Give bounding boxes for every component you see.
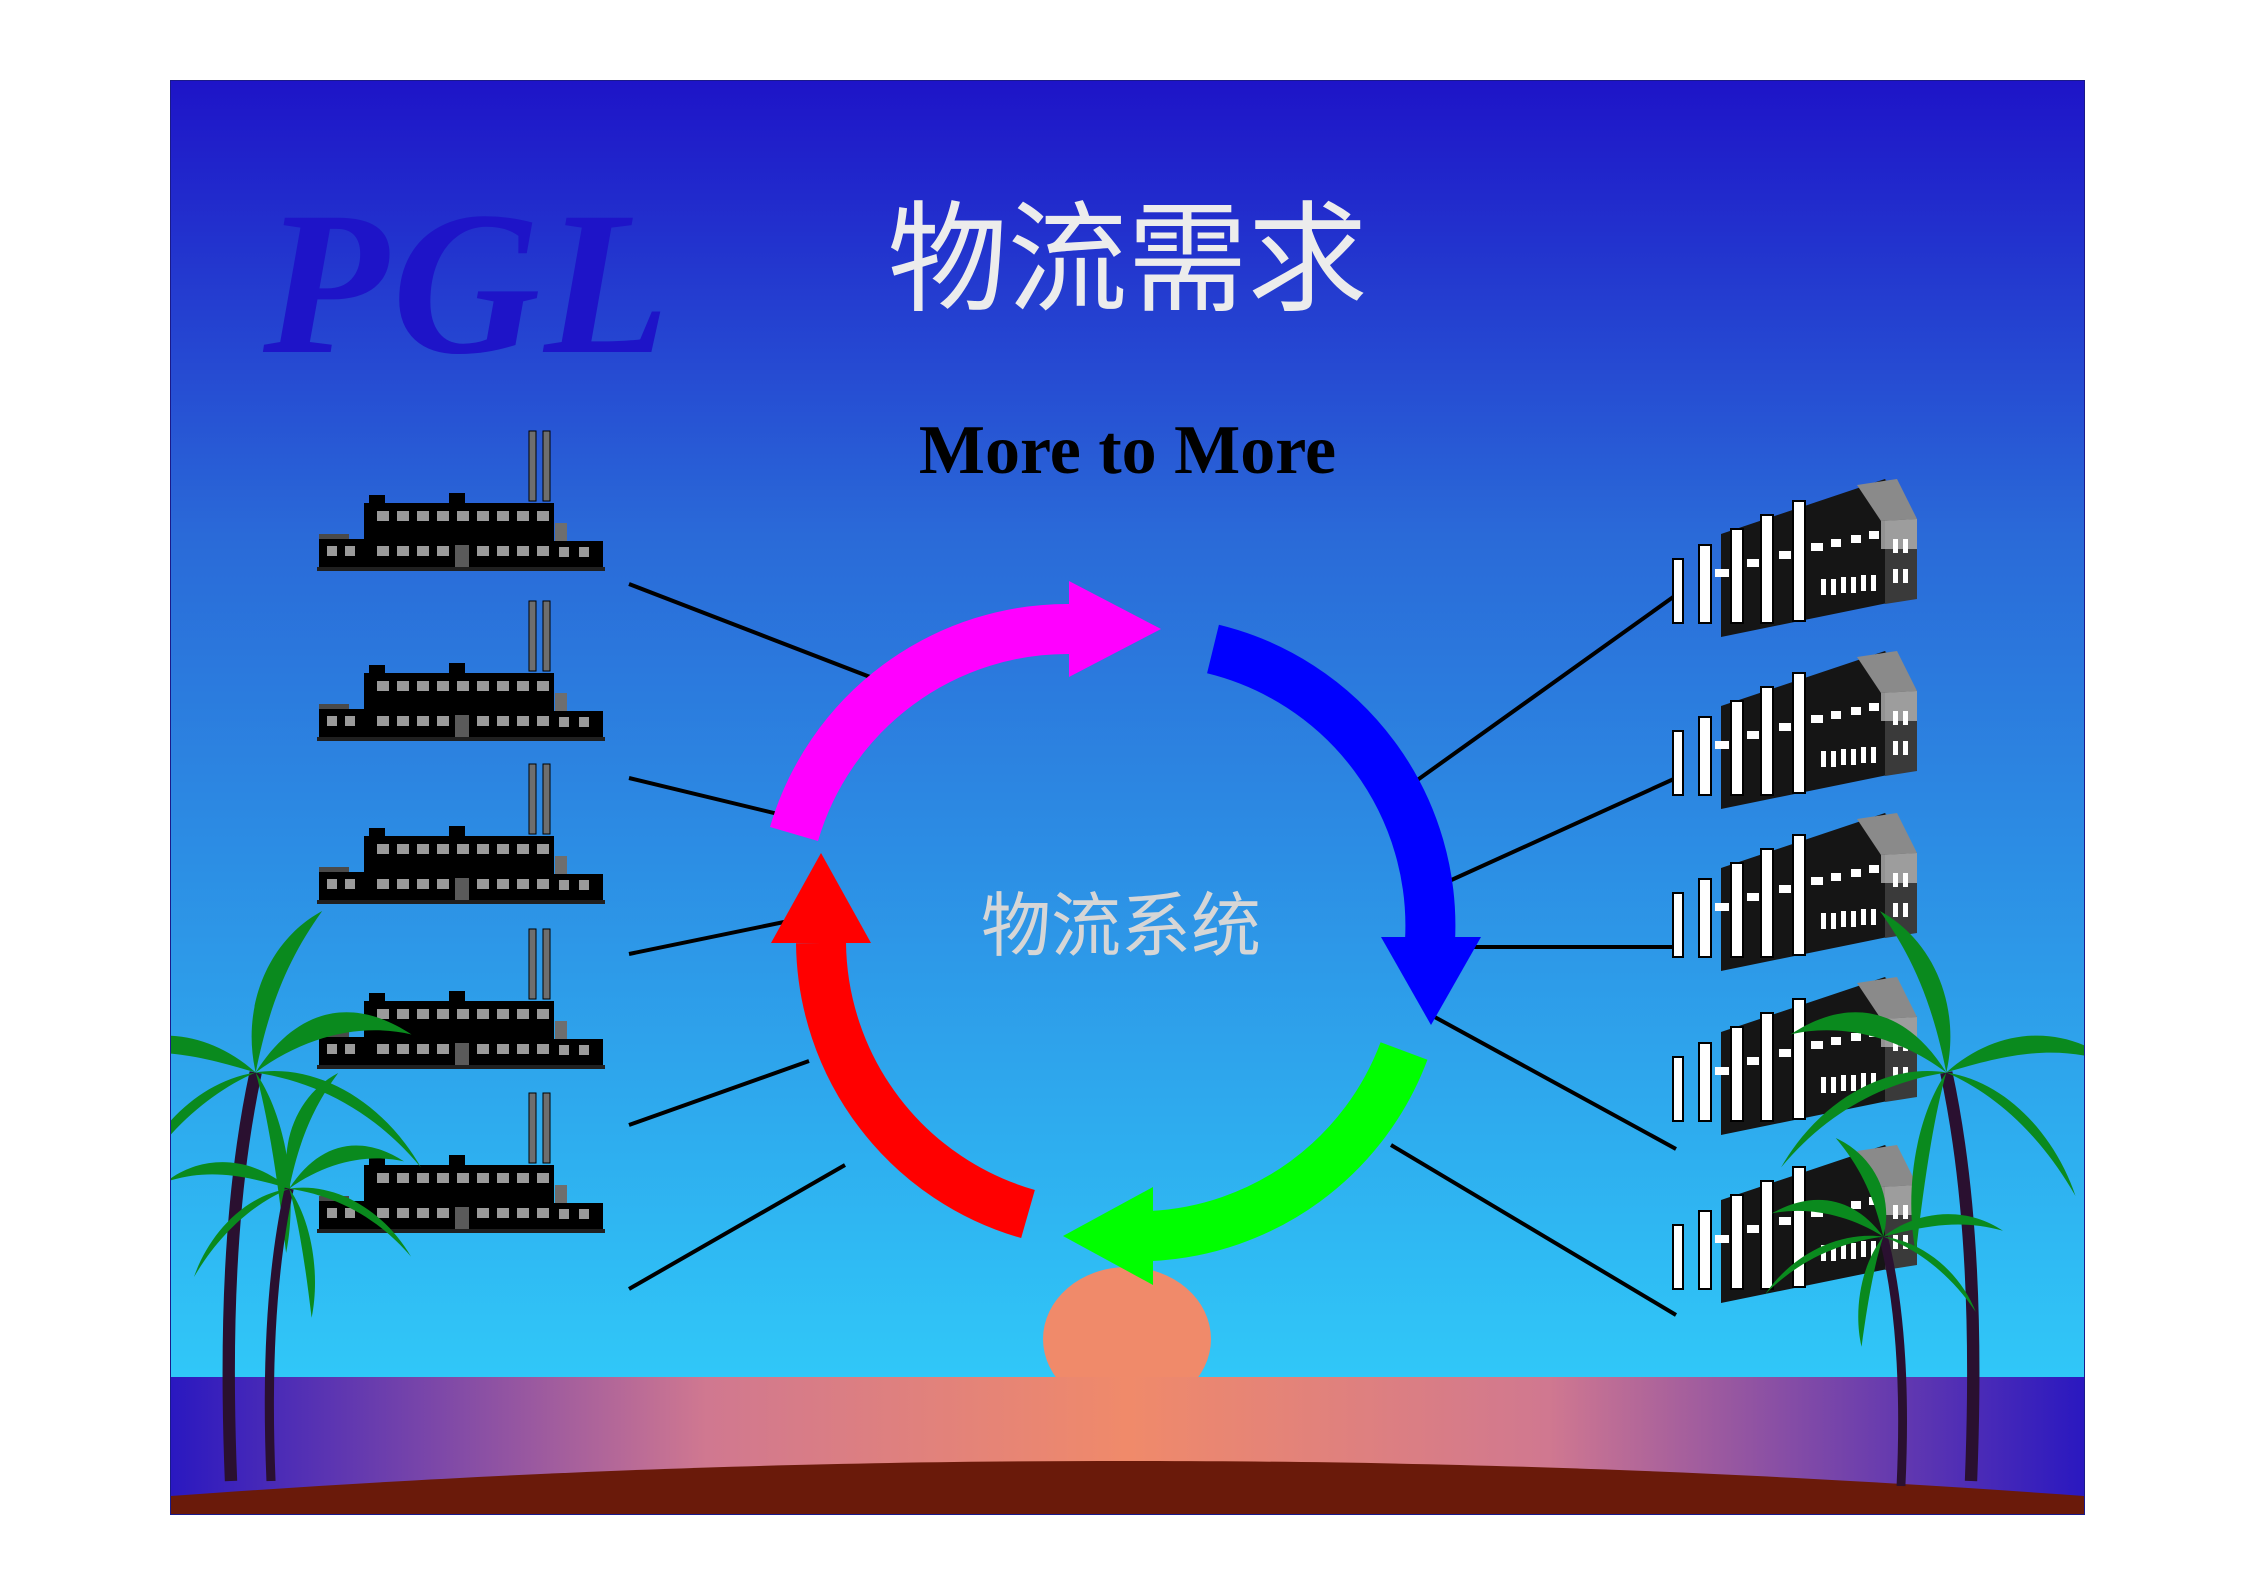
arc-green — [1149, 1041, 1428, 1261]
sun — [1043, 1267, 1211, 1411]
slide: PGL 物流需求 More to More 物流系统 — [170, 80, 2085, 1515]
slide-title: 物流需求 — [887, 191, 1368, 330]
arrow-head-magenta — [1069, 581, 1161, 677]
arrow-head-blue — [1381, 937, 1481, 1025]
cycle-diagram — [770, 581, 1481, 1285]
arrow-head-red — [771, 853, 871, 943]
arc-blue — [1206, 624, 1456, 943]
arrow-head-green — [1063, 1187, 1153, 1285]
arc-red — [796, 942, 1036, 1239]
slide-subtitle: More to More — [918, 412, 1337, 489]
cycle-center-label: 物流系统 — [981, 885, 1261, 967]
slide-artwork — [171, 81, 2084, 1514]
logo-text: PGL — [263, 170, 674, 397]
arc-magenta — [770, 603, 1072, 842]
ground — [171, 1461, 2084, 1514]
right-connectors — [1389, 593, 1678, 1317]
